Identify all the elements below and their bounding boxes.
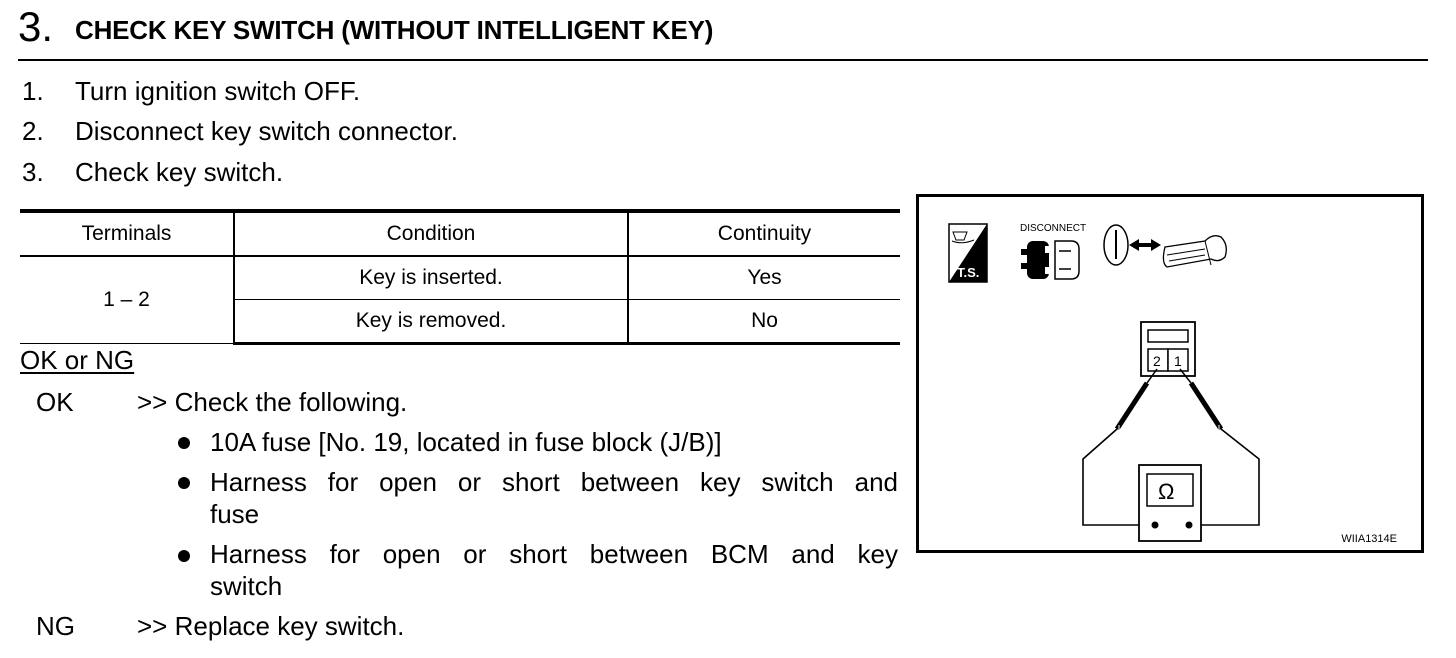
check-item-line2: switch [210, 571, 283, 601]
table-cell-terminals: 1 – 2 [20, 256, 234, 344]
step-item-text: Turn ignition switch OFF. [75, 76, 361, 106]
key-switch-diagram: T.S. DISCONNECT [916, 194, 1424, 553]
ohmmeter-icon: Ω [1138, 464, 1202, 542]
ok-action: >> Check the following. [137, 387, 408, 417]
check-item-line2: fuse [210, 499, 260, 529]
step-item-number: 3. [22, 157, 44, 187]
table-header-terminals: Terminals [20, 209, 234, 257]
bullet-icon [178, 550, 190, 562]
table-header-row: Terminals Condition Continuity [20, 209, 900, 257]
table-row: Key is removed. No [20, 299, 900, 345]
ts-label: T.S. [957, 265, 979, 280]
terminal-2-label: 2 [1153, 353, 1161, 369]
figure-code: WIIA1314E [1341, 533, 1397, 545]
check-item-line1: Harness for open or short between key sw… [210, 467, 898, 497]
ok-label: OK [36, 387, 74, 417]
test-probes [1082, 368, 1260, 526]
terminal-1-label: 1 [1174, 353, 1182, 369]
table-row: 1 – 2 Key is inserted. Yes [20, 256, 900, 344]
table-header-condition: Condition [233, 209, 628, 257]
connector-block: 2 1 [1140, 321, 1196, 377]
table-cell-condition: Key is inserted. [233, 256, 628, 300]
bullet-icon [178, 437, 190, 449]
check-item-line1: Harness for open or short between BCM an… [210, 539, 898, 569]
check-item: 10A fuse [No. 19, located in fuse block … [210, 427, 722, 457]
bullet-icon [178, 477, 190, 489]
table-header-continuity: Continuity [627, 209, 900, 257]
ng-action: >> Replace key switch. [137, 611, 405, 641]
step-item-text: Disconnect key switch connector. [75, 116, 458, 146]
step-item-text: Check key switch. [75, 157, 284, 187]
ng-label: NG [36, 611, 75, 641]
heading-divider [18, 59, 1428, 61]
inspection-table: Terminals Condition Continuity 1 – 2 Key… [20, 209, 900, 345]
result-heading: OK or NG [20, 345, 135, 375]
table-cell-continuity: Yes [627, 256, 900, 300]
disconnect-label: DISCONNECT [1020, 223, 1086, 234]
table-cell-continuity: No [627, 299, 900, 345]
test-step-icon: T.S. [948, 223, 988, 283]
step-item-number: 1. [22, 76, 44, 106]
step-item-number: 2. [22, 116, 44, 146]
step-number: 3. [18, 3, 54, 50]
step-title: CHECK KEY SWITCH (WITHOUT INTELLIGENT KE… [75, 15, 714, 45]
ohm-symbol: Ω [1158, 479, 1174, 504]
ignition-key-icon [1103, 224, 1227, 268]
table-cell-condition: Key is removed. [233, 299, 628, 345]
disconnect-connector-icon: DISCONNECT [1020, 223, 1086, 280]
